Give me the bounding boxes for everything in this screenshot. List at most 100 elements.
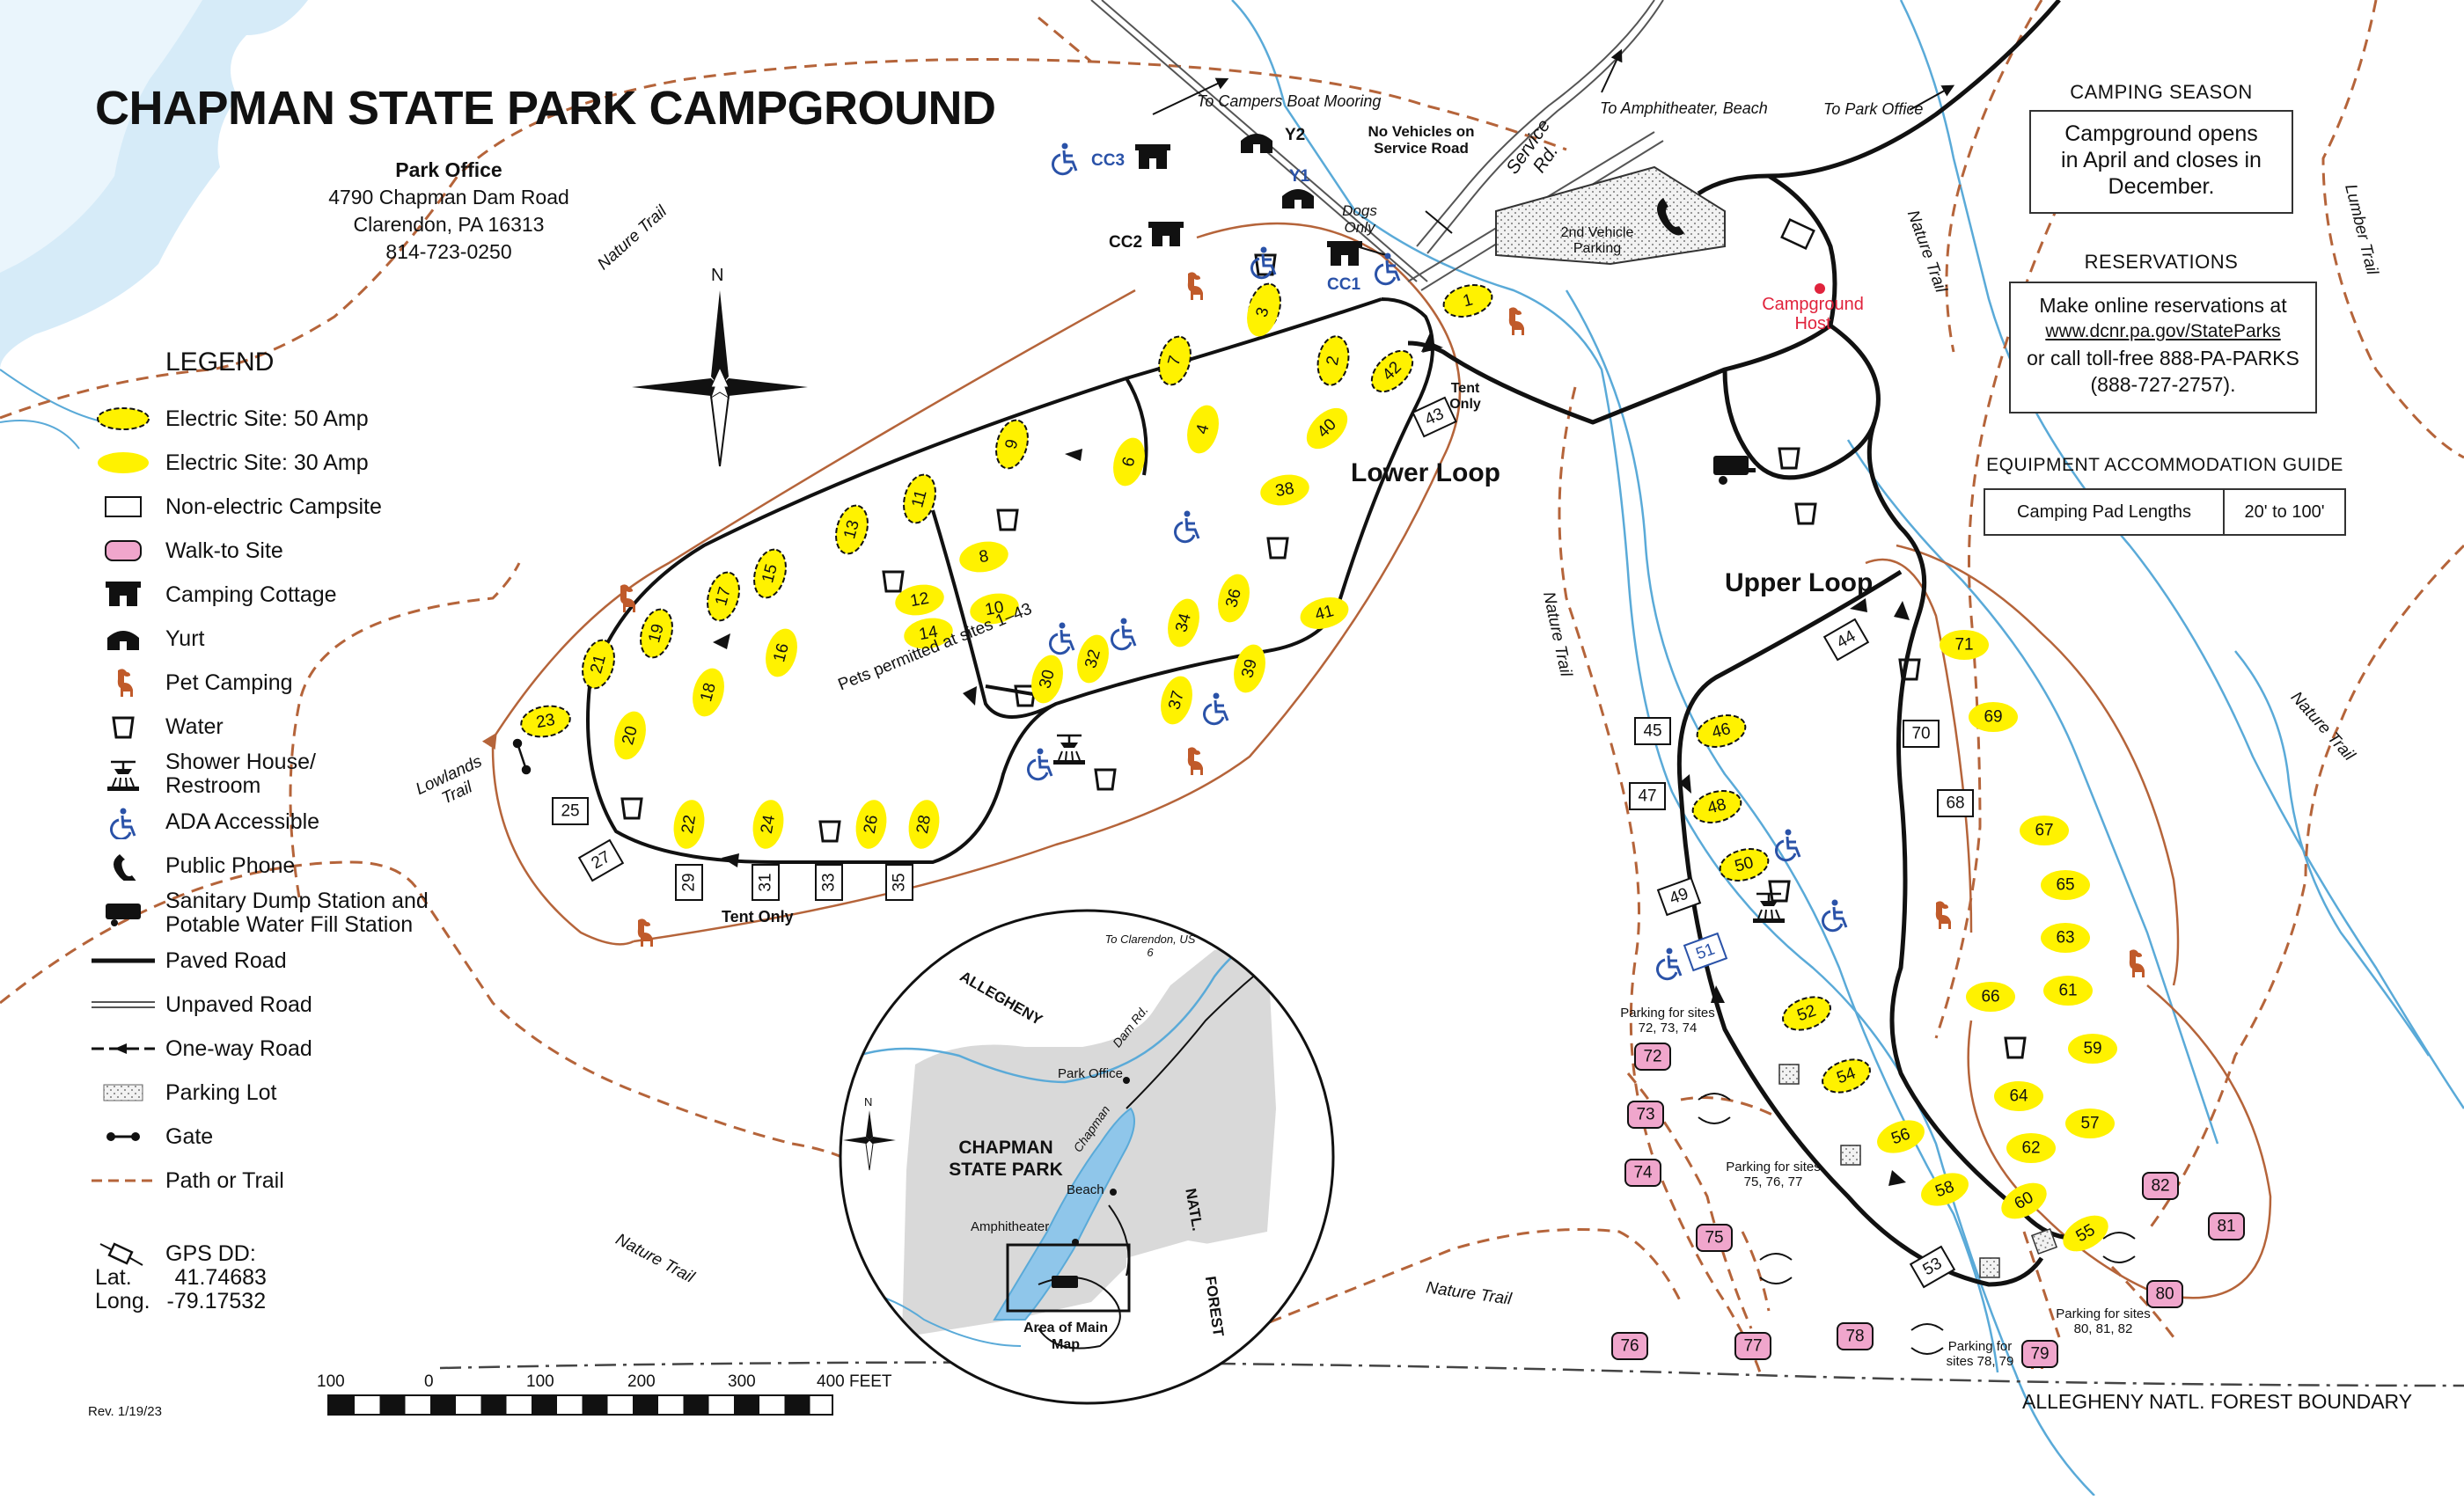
site-30amp-8: 8 <box>959 541 1008 573</box>
site-30amp-10: 10 <box>970 593 1019 625</box>
site-walk-to-72: 72 <box>1634 1043 1671 1071</box>
y2-label: Y2 <box>1285 126 1306 144</box>
site-30amp-4: 4 <box>1187 405 1219 454</box>
site-50amp-50: 50 <box>1719 848 1770 882</box>
site-30amp-66: 66 <box>1966 982 2015 1012</box>
site-non-electric-27: 27 <box>577 838 625 882</box>
site-number-label: 23 <box>535 711 556 732</box>
inset-area-of-main-map: Area of Main Map <box>1023 1321 1108 1352</box>
legend-title: LEGEND <box>165 348 275 377</box>
parking-75-77-label: Parking for sites 75, 76, 77 <box>1726 1160 1821 1189</box>
site-number-label: 45 <box>1643 722 1661 741</box>
park-office-city: Clarendon, PA 16313 <box>353 213 545 236</box>
site-number-label: 22 <box>678 814 700 835</box>
site-walk-to-82: 82 <box>2142 1172 2179 1200</box>
dogs-only-label: Dogs Only <box>1342 202 1377 236</box>
park-office-phone: 814-723-0250 <box>385 240 512 263</box>
legend-item-trail: Path or Trail <box>92 1167 284 1193</box>
site-number-label: 35 <box>891 873 909 891</box>
site-30amp-22: 22 <box>673 800 705 849</box>
site-number-label: 81 <box>2217 1218 2235 1236</box>
site-number-label: 24 <box>758 813 779 835</box>
site-30amp-37: 37 <box>1161 676 1192 725</box>
site-number-label: 31 <box>757 873 775 891</box>
reservations-heading: RESERVATIONS <box>2084 251 2239 273</box>
site-50amp-13: 13 <box>835 504 869 555</box>
site-30amp-41: 41 <box>1300 597 1349 629</box>
site-number-label: 8 <box>978 547 990 567</box>
forest-boundary-label: ALLEGHENY NATL. FOREST BOUNDARY <box>2022 1390 2413 1413</box>
cc2-label: CC2 <box>1109 233 1143 252</box>
scale-bar <box>327 1394 833 1417</box>
site-non-electric-53: 53 <box>1909 1245 1956 1289</box>
site-50amp-1: 1 <box>1442 284 1493 318</box>
site-50amp-17: 17 <box>707 571 740 622</box>
scale-tick-label: 300 <box>728 1372 756 1391</box>
parking-72-74-label: Parking for sites 72, 73, 74 <box>1620 1006 1715 1035</box>
site-30amp-60: 60 <box>2001 1182 2047 1219</box>
site-number-label: 73 <box>1636 1106 1654 1124</box>
inset-locator-map: To Clarendon, US 6 ALLEGHENY Dam Rd. Par… <box>836 906 1338 1408</box>
site-30amp-59: 59 <box>2068 1034 2117 1064</box>
inset-to-clarendon: To Clarendon, US 6 <box>1104 933 1196 959</box>
site-30amp-14: 14 <box>904 618 953 649</box>
compass-rose <box>632 290 808 467</box>
site-number-label: 26 <box>861 814 882 835</box>
scale-tick-label: 0 <box>424 1372 434 1391</box>
site-number-label: 79 <box>2030 1345 2049 1364</box>
legend: LEGEND Electric Site: 50 Amp Electric Si… <box>88 348 502 1203</box>
site-non-electric-33: 33 <box>815 864 843 901</box>
lower-loop-label: Lower Loop <box>1351 458 1500 487</box>
inset-beach: Beach <box>1067 1182 1104 1197</box>
site-50amp-42: 42 <box>1370 349 1414 393</box>
site-non-electric-70: 70 <box>1903 720 1940 748</box>
site-30amp-65: 65 <box>2041 870 2090 900</box>
site-number-label: 65 <box>2056 876 2074 895</box>
legend-item-ada: ADA Accessible <box>88 800 502 844</box>
equipment-label: Camping Pad Lengths <box>1985 490 2225 534</box>
site-30amp-61: 61 <box>2043 976 2093 1006</box>
site-number-label: 69 <box>1984 708 2002 727</box>
reservations-box: Make online reservations at www.dcnr.pa.… <box>2009 282 2317 413</box>
equipment-value: 20' to 100' <box>2244 501 2325 522</box>
site-non-electric-35: 35 <box>885 864 913 901</box>
site-50amp-2: 2 <box>1316 335 1350 386</box>
site-non-electric-68: 68 <box>1937 789 1974 817</box>
site-number-label: 71 <box>1954 636 1973 655</box>
site-30amp-12: 12 <box>895 584 944 616</box>
scale-tick-label: 100 <box>526 1372 554 1391</box>
site-number-label: 63 <box>2056 929 2074 948</box>
second-parking-label: 2nd Vehicle Parking <box>1560 225 1634 256</box>
equipment-heading: EQUIPMENT ACCOMMODATION GUIDE <box>1986 455 2343 475</box>
legend-item-dump-station: Sanitary Dump Station and Potable Water … <box>88 888 502 939</box>
site-non-electric-45: 45 <box>1634 717 1671 745</box>
revision-date: Rev. 1/19/23 <box>88 1404 162 1419</box>
gps-label: GPS DD: <box>165 1241 256 1266</box>
to-park-office-label: To Park Office <box>1823 100 1924 118</box>
gps-long-label: Long. <box>95 1289 150 1313</box>
site-number-label: 82 <box>2151 1177 2169 1196</box>
dump-station-icon <box>106 904 141 926</box>
site-number-label: 76 <box>1620 1337 1639 1356</box>
y1-label: Y1 <box>1289 167 1310 186</box>
site-50amp-46: 46 <box>1696 714 1747 748</box>
wheelchair-icon <box>110 807 136 839</box>
site-walk-to-79: 79 <box>2021 1340 2058 1368</box>
site-30amp-28: 28 <box>908 800 940 849</box>
site-walk-to-74: 74 <box>1624 1159 1661 1187</box>
cc1-label: CC1 <box>1327 275 1361 294</box>
legend-item-cottage: Camping Cottage <box>88 573 502 617</box>
park-office-info: Park Office 4790 Chapman Dam Road Claren… <box>290 157 607 266</box>
site-number-label: 9 <box>1001 437 1022 451</box>
site-non-electric-43: 43 <box>1412 396 1457 438</box>
legend-item-phone: Public Phone <box>88 844 502 888</box>
site-30amp-39: 39 <box>1234 644 1265 693</box>
reservations-url[interactable]: www.dcnr.pa.gov/StateParks <box>2045 321 2281 341</box>
site-30amp-56: 56 <box>1877 1120 1925 1153</box>
compass-n-label: N <box>711 266 724 285</box>
site-number-label: 28 <box>913 814 935 835</box>
gps-lat-label: Lat. <box>95 1265 132 1290</box>
site-number-label: 68 <box>1946 794 1964 813</box>
site-number-label: 57 <box>2080 1115 2099 1133</box>
site-50amp-11: 11 <box>903 473 936 524</box>
